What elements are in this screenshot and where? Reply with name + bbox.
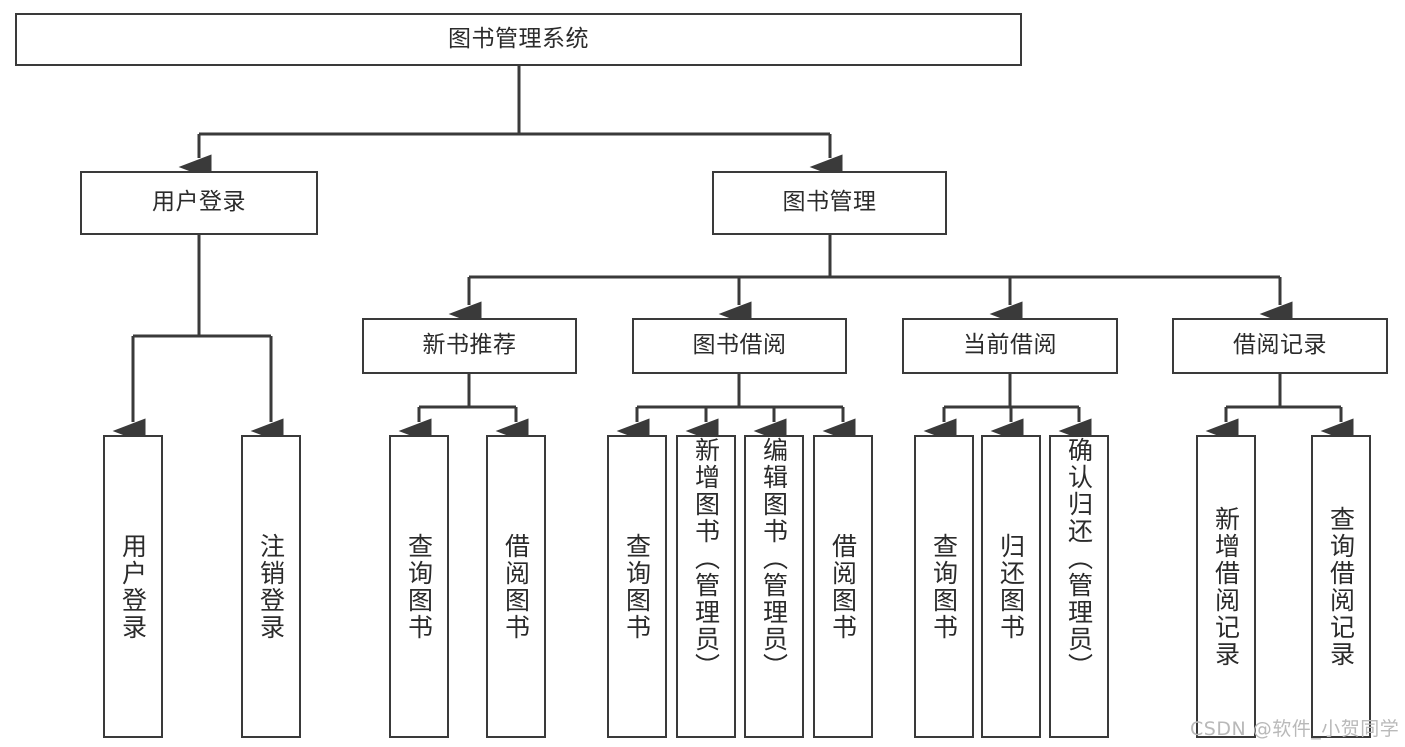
- node-leaf-query-record-label: 查询借阅记录: [1326, 505, 1356, 668]
- node-leaf-borrow-book-1[interactable]: 借阅图书: [486, 435, 546, 738]
- node-leaf-query-record[interactable]: 查询借阅记录: [1311, 435, 1371, 738]
- node-root-label: 图书管理系统: [448, 25, 589, 52]
- node-leaf-edit-book-label: 编辑图书（管理员）: [759, 437, 789, 680]
- node-leaf-return-book-label: 归还图书: [996, 532, 1026, 641]
- node-leaf-query-book-3-label: 查询图书: [929, 532, 959, 641]
- node-book-borrow-label: 图书借阅: [692, 332, 787, 359]
- node-user-login[interactable]: 用户登录: [80, 171, 318, 235]
- node-leaf-logout[interactable]: 注销登录: [241, 435, 301, 738]
- node-book-manage[interactable]: 图书管理: [712, 171, 947, 235]
- node-leaf-edit-book[interactable]: 编辑图书（管理员）: [744, 435, 804, 738]
- node-leaf-user-login[interactable]: 用户登录: [103, 435, 163, 738]
- node-root[interactable]: 图书管理系统: [15, 13, 1022, 66]
- node-leaf-query-book-2-label: 查询图书: [622, 532, 652, 641]
- node-leaf-add-book-label: 新增图书（管理员）: [691, 437, 721, 680]
- node-leaf-add-record[interactable]: 新增借阅记录: [1196, 435, 1256, 738]
- node-new-book-recommend[interactable]: 新书推荐: [362, 318, 577, 374]
- node-leaf-borrow-book-2-label: 借阅图书: [828, 532, 858, 641]
- node-current-borrow[interactable]: 当前借阅: [902, 318, 1118, 374]
- node-leaf-add-book[interactable]: 新增图书（管理员）: [676, 435, 736, 738]
- node-user-login-label: 用户登录: [152, 189, 246, 216]
- node-leaf-user-login-label: 用户登录: [118, 532, 148, 641]
- node-leaf-confirm-return[interactable]: 确认归还（管理员）: [1049, 435, 1109, 738]
- node-book-borrow[interactable]: 图书借阅: [632, 318, 847, 374]
- node-leaf-borrow-book-2[interactable]: 借阅图书: [813, 435, 873, 738]
- node-leaf-confirm-return-label: 确认归还（管理员）: [1064, 437, 1094, 680]
- node-leaf-logout-label: 注销登录: [256, 532, 286, 641]
- node-leaf-query-book-1-label: 查询图书: [404, 532, 434, 641]
- csdn-watermark: CSDN @软件_小贺同学: [1190, 718, 1400, 740]
- node-leaf-query-book-2[interactable]: 查询图书: [607, 435, 667, 738]
- node-current-borrow-label: 当前借阅: [963, 332, 1057, 359]
- node-leaf-add-record-label: 新增借阅记录: [1211, 505, 1241, 668]
- node-book-manage-label: 图书管理: [782, 189, 877, 216]
- node-leaf-borrow-book-1-label: 借阅图书: [501, 532, 531, 641]
- node-leaf-query-book-3[interactable]: 查询图书: [914, 435, 974, 738]
- node-leaf-query-book-1[interactable]: 查询图书: [389, 435, 449, 738]
- node-borrow-record[interactable]: 借阅记录: [1172, 318, 1388, 374]
- node-new-book-recommend-label: 新书推荐: [422, 332, 517, 359]
- node-borrow-record-label: 借阅记录: [1233, 332, 1327, 359]
- node-leaf-return-book[interactable]: 归还图书: [981, 435, 1041, 738]
